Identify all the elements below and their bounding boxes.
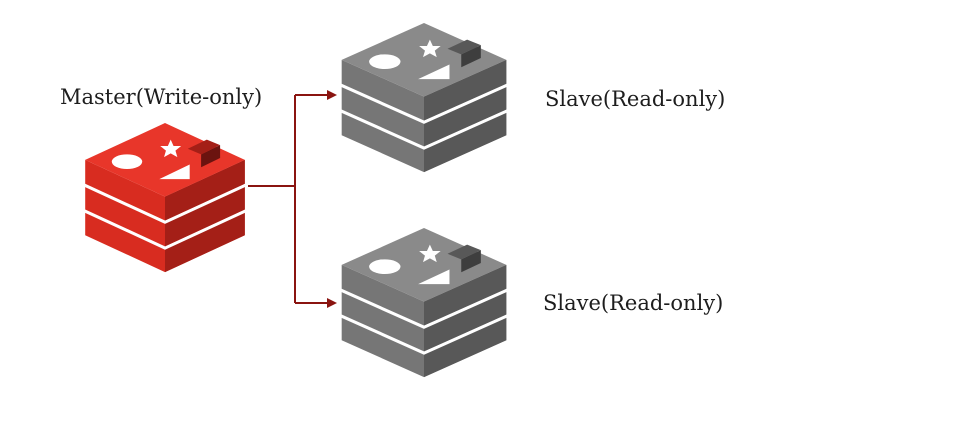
slave-redis-icon	[341, 228, 507, 378]
master-label: Master(Write-only)	[60, 85, 263, 109]
slave-redis-icon	[341, 23, 507, 173]
slave-label: Slave(Read-only)	[543, 291, 724, 315]
connector-lines	[248, 90, 337, 308]
arrowhead-icon	[327, 90, 337, 100]
slave-label: Slave(Read-only)	[545, 87, 726, 111]
master-redis-icon	[84, 123, 246, 273]
arrowhead-icon	[327, 298, 337, 308]
